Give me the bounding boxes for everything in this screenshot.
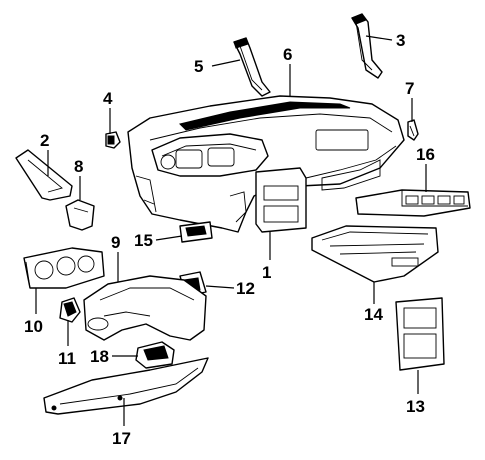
part-14-glove-box [311,225,439,283]
callout-6: 6 [283,45,292,64]
callout-3: 3 [396,31,405,50]
part-10-instrument-cluster [23,247,105,289]
part-3-vent-duct [351,13,383,79]
leader-12 [205,285,235,289]
callout-11: 11 [58,349,76,368]
callout-12: 12 [236,279,255,298]
part-11-switch [59,297,81,323]
part-13-trim-plate [395,297,445,371]
callout-7: 7 [405,79,414,98]
callout-8: 8 [74,157,83,176]
leader-5 [211,59,241,67]
part-6-instrument-panel [127,95,405,233]
callout-5: 5 [194,57,203,76]
callout-13: 13 [406,397,425,416]
part-5-vent-duct [233,37,271,97]
callout-14: 14 [364,305,383,324]
callout-15: 15 [134,231,153,250]
callout-10: 10 [24,317,43,336]
part-8-cover [65,199,95,231]
leader-15 [155,235,183,241]
callout-4: 4 [103,89,113,108]
callout-labels: 1 2 3 4 5 6 7 8 9 10 11 12 13 14 15 16 1… [24,31,435,448]
part-7-trim-clip [407,119,419,141]
part-18-switch [135,341,175,369]
part-17-lower-trim [43,357,209,415]
part-9-cluster-bezel [83,275,207,341]
leader-3 [365,35,393,41]
part-2-end-cap [15,149,73,201]
callout-18: 18 [90,347,109,366]
callout-1: 1 [262,263,271,282]
part-16-control-unit [355,189,471,217]
callout-17: 17 [112,429,131,448]
part-4-bracket [105,131,121,149]
callout-2: 2 [40,131,49,150]
part-15-switch [179,221,213,243]
callout-9: 9 [111,233,120,252]
leader-lines [35,35,427,426]
callout-16: 16 [416,145,435,164]
